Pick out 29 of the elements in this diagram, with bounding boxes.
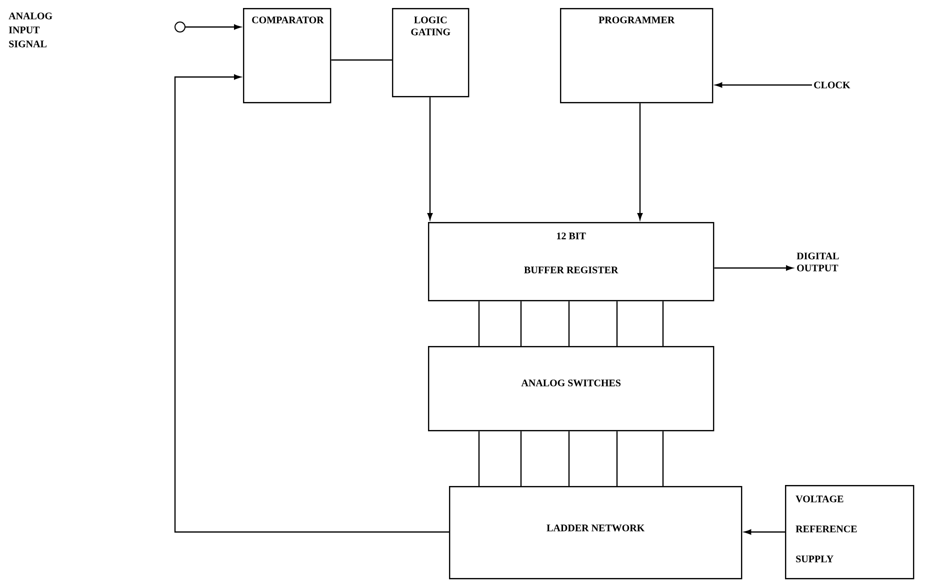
process-box: VOLTAGE REFERENCE SUPPLY	[785, 484, 914, 580]
process-box: ANALOG SWITCHES	[428, 346, 714, 432]
connector-line	[520, 301, 522, 346]
connector-line	[331, 59, 392, 61]
connector-line	[616, 301, 618, 346]
connector-line	[662, 301, 664, 346]
process-box: PROGRAMMER	[560, 8, 714, 104]
arrow	[637, 103, 643, 220]
arrow	[714, 265, 793, 271]
connector-line	[616, 431, 618, 486]
arrow	[744, 529, 785, 535]
connector-line	[568, 301, 570, 346]
connector-line	[478, 301, 480, 346]
arrow	[186, 24, 241, 30]
arrow	[427, 97, 433, 220]
input-terminal	[174, 22, 186, 32]
process-box: COMPARATOR	[243, 8, 332, 104]
signal-label: CLOCK	[814, 82, 850, 88]
signal-label: DIGITAL OUTPUT	[796, 252, 839, 272]
connector-line	[478, 431, 480, 486]
arrow	[174, 74, 449, 533]
connector-line	[520, 431, 522, 486]
connector-line	[568, 431, 570, 486]
process-box: 12 BIT BUFFER REGISTER	[428, 222, 714, 302]
arrow	[715, 82, 812, 88]
process-box: LADDER NETWORK	[449, 486, 742, 580]
signal-label: ANALOG INPUT SIGNAL	[8, 12, 52, 48]
connector-line	[662, 431, 664, 486]
process-box: LOGIC GATING	[392, 8, 470, 98]
